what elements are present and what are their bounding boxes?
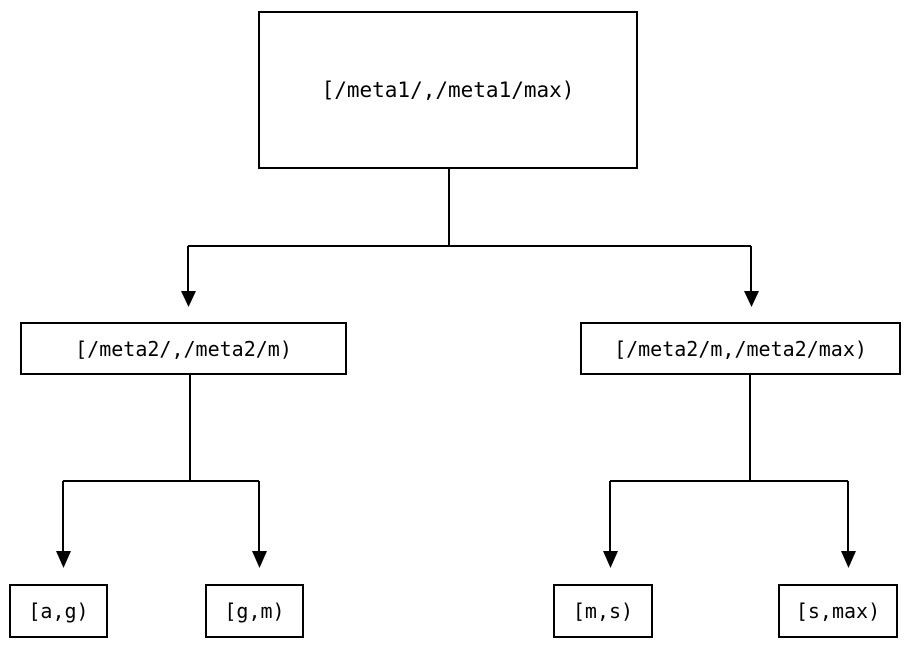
tree-node-leaf-s-max-label: [s,max) [795,599,881,623]
tree-node-root[interactable]: [/meta1/,/meta1/max) [258,11,638,169]
arrowhead-to-level2-left [181,291,196,307]
tree-node-leaf-a-g-label: [a,g) [28,599,89,623]
tree-node-level2-left[interactable]: [/meta2/,/meta2/m) [20,322,347,375]
tree-node-leaf-g-m-label: [g,m) [224,599,285,623]
tree-node-level2-right-label: [/meta2/m,/meta2/max) [614,336,867,361]
tree-node-leaf-g-m[interactable]: [g,m) [205,584,304,638]
edge-level2-right-to-leaves [603,375,856,568]
tree-node-root-label: [/meta1/,/meta1/max) [321,77,575,102]
arrowhead-to-leaf-gm [252,551,267,568]
tree-node-leaf-m-s-label: [m,s) [572,599,634,623]
tree-node-leaf-m-s[interactable]: [m,s) [553,584,653,638]
edge-level2-left-to-leaves [56,375,267,568]
arrowhead-to-leaf-ms [603,551,618,568]
arrowhead-to-leaf-ag [56,551,71,568]
arrowhead-to-level2-right [744,291,759,307]
tree-node-level2-left-label: [/meta2/,/meta2/m) [75,336,292,361]
tree-node-leaf-s-max[interactable]: [s,max) [778,584,898,638]
arrowhead-to-leaf-smax [841,551,856,568]
tree-node-leaf-a-g[interactable]: [a,g) [9,584,108,638]
tree-node-level2-right[interactable]: [/meta2/m,/meta2/max) [580,322,901,375]
edge-root-to-level2 [181,169,759,307]
